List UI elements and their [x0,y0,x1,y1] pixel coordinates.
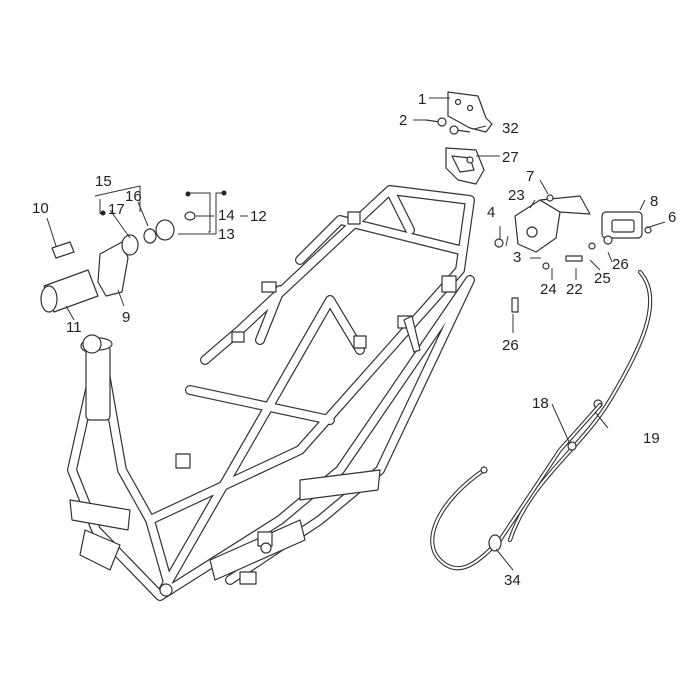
label-8: 8 [650,193,658,210]
label-26: 26 [612,256,629,273]
label-18: 18 [532,395,549,412]
label-16: 16 [125,188,142,205]
label-13: 13 [218,226,235,243]
label-32: 27 [502,149,519,166]
gasket-10 [51,241,75,259]
label-12: 12 [250,208,267,225]
label-3: 3 [513,249,521,266]
label-2: 2 [399,112,407,129]
cable-19 [507,269,653,543]
label-22: 22 [566,281,583,298]
label-1: 1 [418,91,426,108]
lock-cylinder [121,211,196,256]
label-9: 9 [122,309,130,326]
actuator-8 [601,211,643,245]
label-25: 25 [594,270,611,287]
label-33: 32 [502,120,519,137]
label-23: 23 [508,187,525,204]
seat-lock-bracket [447,91,493,133]
cable-18 [430,402,603,571]
label-4: 4 [487,204,495,221]
label-7: 7 [526,168,534,185]
label-14: 14 [218,207,235,224]
label-10: 10 [32,200,49,217]
label-11: 11 [66,319,82,336]
lock-housing [445,147,485,185]
ignition-lock-housing [40,269,99,313]
ring-11 [82,334,102,354]
label-34: 34 [504,572,521,589]
callout-labels: 1 2 32 27 7 23 8 4 6 3 26 25 24 22 26 18… [32,91,676,589]
label-17: 17 [108,201,125,218]
screw-33 [449,125,471,135]
clip-34 [488,534,502,552]
small-parts-right [466,156,652,313]
label-24: 24 [540,281,557,298]
lock-mechanism [514,195,591,253]
label-6: 6 [668,209,676,226]
label-19: 19 [643,430,660,447]
screw-2 [425,117,447,127]
label-15: 15 [95,173,112,190]
leader-lines [46,97,666,571]
label-27: 26 [502,337,519,354]
